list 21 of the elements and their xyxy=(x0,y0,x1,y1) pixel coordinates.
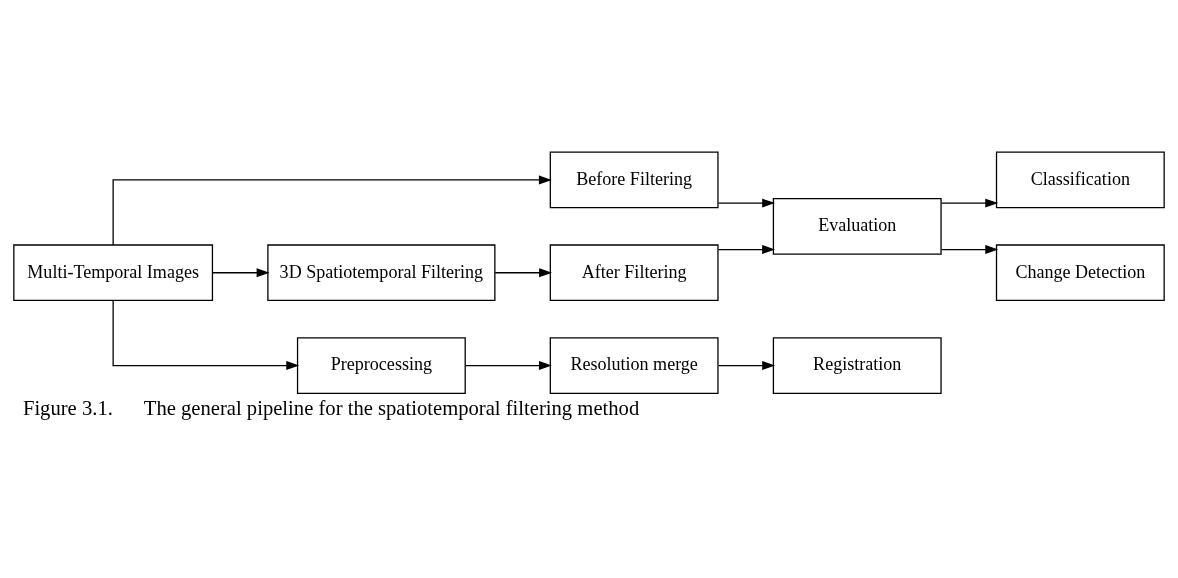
arrow xyxy=(940,198,999,208)
node-box: Classification xyxy=(995,151,1165,208)
arrow xyxy=(112,299,300,370)
arrow xyxy=(112,174,552,246)
arrow xyxy=(494,267,553,277)
node-box: Preprocessing xyxy=(296,336,466,394)
arrow xyxy=(717,198,776,208)
arrow xyxy=(212,267,270,277)
node-box: 3D Spatiotemporal Filtering xyxy=(267,243,496,301)
node-box: Before Filtering xyxy=(549,151,719,208)
arrow xyxy=(717,244,776,254)
arrow xyxy=(717,360,776,370)
node-box: Registration xyxy=(772,336,942,394)
diagram-title: Figure 3.1. The general pipeline for the spatiotemporal filtering method xyxy=(22,396,640,419)
node-box: Resolution merge xyxy=(549,336,719,394)
node-box: After Filtering xyxy=(549,243,719,301)
node-box: Evaluation xyxy=(772,197,942,255)
node-box: Change Detection xyxy=(995,243,1165,301)
arrow xyxy=(464,360,552,370)
arrow xyxy=(940,244,999,254)
node-box: Multi-Temporal Images xyxy=(13,243,214,301)
